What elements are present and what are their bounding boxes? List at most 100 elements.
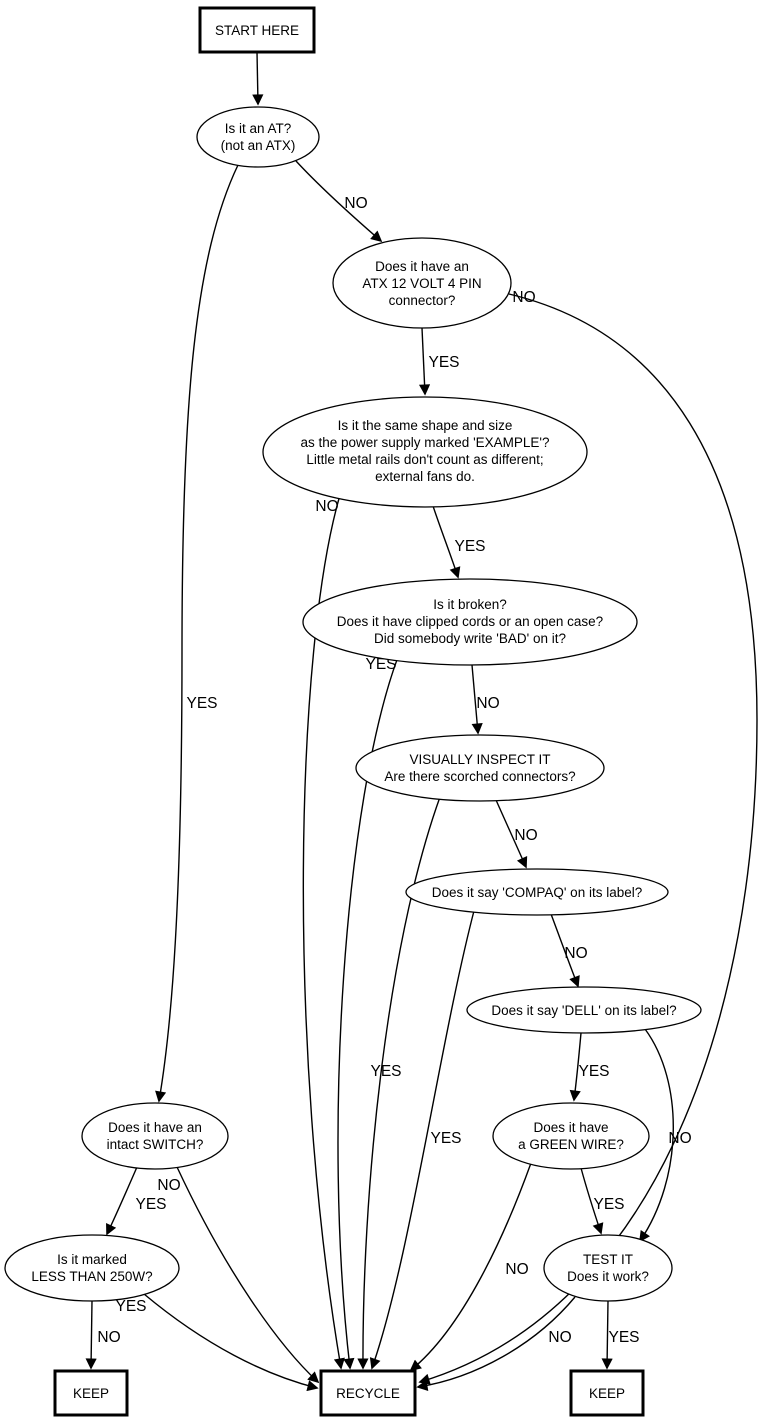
edge-watts-to-recycle: YES [115, 1293, 319, 1392]
edge-label-test-to-recycle: NO [548, 1329, 571, 1346]
node-visually-inspect-line2: Are there scorched connectors? [384, 769, 575, 784]
edge-label-dell-to-green: YES [578, 1063, 609, 1080]
edge-label-green-to-test: YES [593, 1196, 624, 1213]
edge-line-test-to-recycle [416, 1296, 576, 1392]
edge-line-test-to-keep-right [601, 1300, 613, 1370]
edge-example-to-broken: YES [432, 505, 486, 579]
edge-line-switch-to-recycle [176, 1166, 320, 1384]
node-visually-inspect: VISUALLY INSPECT IT Are there scorched c… [355, 734, 605, 802]
node-test-it-line2: Does it work? [567, 1269, 649, 1284]
edge-line-compaq-to-recycle [369, 906, 476, 1370]
edge-line-example-to-recycle [302, 494, 345, 1370]
edge-test-to-recycle: NO [416, 1296, 576, 1392]
node-intact-switch: Does it have an intact SWITCH? [81, 1102, 229, 1170]
node-dell-label-shape [466, 986, 702, 1034]
node-keep-left-label: KEEP [73, 1386, 109, 1401]
edge-dell-to-test: NO [639, 1028, 692, 1243]
node-intact-switch-line2: intact SWITCH? [107, 1137, 204, 1152]
edge-line-at-to-switch [155, 164, 239, 1103]
edge-label-example-to-broken: YES [454, 538, 485, 555]
node-visually-inspect-line1: VISUALLY INSPECT IT [409, 752, 550, 767]
edge-switch-to-recycle: NO [157, 1166, 320, 1384]
node-same-shape-as-example: Is it the same shape and size as the pow… [262, 396, 588, 508]
node-atx-12-volt-line2: ATX 12 VOLT 4 PIN [362, 276, 481, 291]
node-keep-right-label: KEEP [589, 1386, 625, 1401]
node-is-it-an-at-line1: Is it an AT? [225, 121, 292, 136]
node-compaq-label-text: Does it say 'COMPAQ' on its label? [432, 885, 642, 900]
node-is-it-broken-line2: Does it have clipped cords or an open ca… [337, 614, 603, 629]
edge-label-at-to-switch: YES [186, 695, 217, 712]
edge-broken-to-inspect: NO [471, 664, 500, 735]
edge-label-inspect-to-recycle: YES [370, 1063, 401, 1080]
edge-label-watts-to-keep-left: NO [97, 1329, 120, 1346]
node-start: START HERE [198, 6, 316, 54]
edge-line-example-to-broken [432, 505, 461, 579]
edge-line-inspect-to-recycle [357, 796, 441, 1370]
node-atx-12-volt-line1: Does it have an [375, 259, 469, 274]
node-dell-label: Does it say 'DELL' on its label? [466, 986, 702, 1034]
edge-label-inspect-to-compaq: NO [514, 827, 537, 844]
node-atx-12-volt-connector-shape [332, 237, 512, 329]
node-green-wire-shape [492, 1102, 650, 1170]
edge-line-switch-to-watts [106, 1166, 138, 1236]
node-atx-12-volt-connector: Does it have an ATX 12 VOLT 4 PIN connec… [332, 237, 512, 329]
node-less-than-250w-line2: LESS THAN 250W? [31, 1269, 152, 1284]
node-keep-right: KEEP [569, 1369, 645, 1417]
edge-label-compaq-to-dell: NO [564, 945, 587, 962]
edge-line-green-to-test [580, 1167, 604, 1235]
edge-label-atx12-to-example: YES [428, 354, 459, 371]
edge-compaq-to-recycle: YES [369, 906, 476, 1370]
edge-line-broken-to-recycle [337, 656, 399, 1370]
edge-line-dell-to-green [569, 1032, 582, 1102]
edge-label-test-to-keep-right: YES [608, 1329, 639, 1346]
edge-line-atx12-to-example [418, 327, 431, 396]
edge-line-green-to-recycle [409, 1162, 532, 1372]
node-green-wire: Does it have a GREEN WIRE? [492, 1102, 650, 1170]
node-is-it-an-at: Is it an AT? (not an ATX) [196, 106, 320, 168]
node-is-it-an-at-line2: (not an ATX) [221, 138, 296, 153]
node-is-it-an-at-shape [196, 106, 320, 168]
edge-watts-to-keep-left: NO [85, 1300, 121, 1370]
nodes-layer: START HERE Is it an AT? (not an ATX) Doe… [4, 6, 702, 1417]
node-atx-12-volt-line3: connector? [389, 293, 456, 308]
edge-line-at-to-atx12 [295, 160, 383, 243]
node-less-than-250w-line1: Is it marked [57, 1252, 127, 1267]
edge-line-watts-to-keep-left [85, 1300, 97, 1370]
node-compaq-label-shape [405, 868, 669, 916]
node-visually-inspect-shape [355, 734, 605, 802]
node-recycle-box [319, 1369, 417, 1417]
edges-layer: NO YES YES NO YES NO NO YES [85, 51, 758, 1392]
edge-label-green-to-recycle: NO [505, 1261, 528, 1278]
node-less-than-250w-shape [4, 1234, 180, 1302]
edge-inspect-to-compaq: NO [495, 799, 538, 869]
edge-line-watts-to-recycle [143, 1293, 319, 1392]
edge-line-broken-to-inspect [471, 664, 483, 735]
node-is-it-broken-shape [302, 578, 638, 666]
edge-label-atx12-to-recycle: NO [512, 289, 535, 306]
node-intact-switch-line1: Does it have an [108, 1120, 202, 1135]
node-keep-right-box [569, 1369, 645, 1417]
edge-label-watts-to-recycle: YES [115, 1298, 146, 1315]
edge-line-compaq-to-dell [550, 913, 580, 988]
node-same-shape-line1: Is it the same shape and size [338, 418, 513, 433]
edge-compaq-to-dell: NO [550, 913, 588, 988]
edge-atx12-to-example: YES [418, 327, 460, 396]
edge-label-example-to-recycle: NO [315, 498, 338, 515]
node-same-shape-line3: Little metal rails don't count as differ… [306, 452, 543, 467]
node-same-shape-line2: as the power supply marked 'EXAMPLE'? [300, 435, 549, 450]
node-keep-left: KEEP [53, 1369, 129, 1417]
edge-line-inspect-to-compaq [495, 799, 528, 869]
node-same-shape-as-example-shape [262, 396, 588, 508]
edge-start-to-at [252, 51, 264, 106]
node-dell-label-text: Does it say 'DELL' on its label? [491, 1003, 676, 1018]
edge-green-to-recycle: NO [409, 1162, 532, 1372]
edge-switch-to-watts: YES [106, 1166, 167, 1236]
node-recycle: RECYCLE [319, 1369, 417, 1417]
edge-label-switch-to-watts: YES [135, 1196, 166, 1213]
edge-example-to-recycle: NO [302, 494, 345, 1370]
node-start-label: START HERE [215, 23, 299, 38]
edge-label-dell-to-test: NO [668, 1130, 691, 1147]
edge-label-switch-to-recycle: NO [157, 1177, 180, 1194]
